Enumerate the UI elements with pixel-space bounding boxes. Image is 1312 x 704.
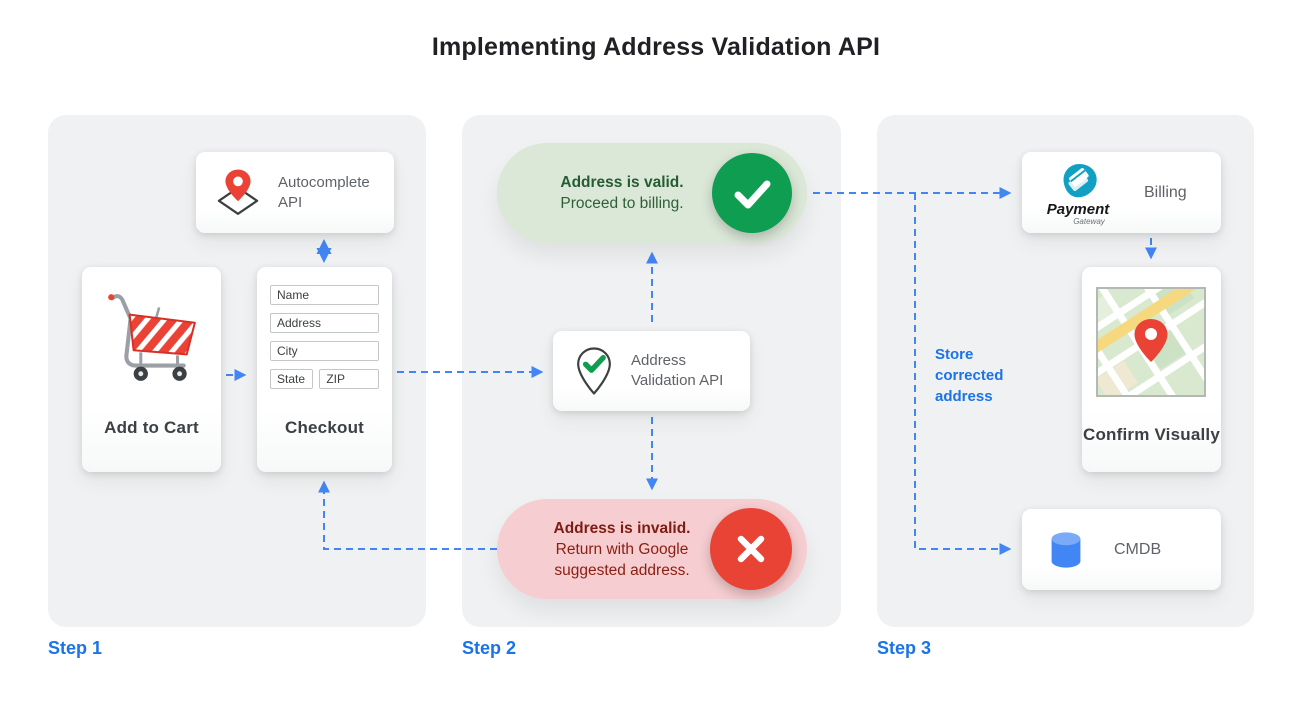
confirm-visually-label: Confirm Visually bbox=[1082, 425, 1221, 444]
database-icon bbox=[1051, 531, 1081, 568]
checkout-card: Checkout bbox=[257, 267, 392, 472]
invalid-message: Address is invalid. Return with Google s… bbox=[521, 499, 723, 599]
valid-subtitle: Proceed to billing. bbox=[560, 195, 684, 212]
state-field[interactable] bbox=[270, 369, 314, 389]
autocomplete-api-label: Autocomplete API bbox=[278, 173, 370, 211]
valid-message: Address is valid. Proceed to billing. bbox=[521, 143, 723, 243]
valid-title: Address is valid. bbox=[560, 174, 684, 191]
add-to-cart-label: Add to Cart bbox=[104, 418, 199, 437]
address-validation-api-card: Address Validation API bbox=[553, 331, 750, 411]
checkout-form bbox=[270, 285, 379, 397]
check-icon bbox=[734, 180, 771, 209]
add-to-cart-card: Add to Cart bbox=[82, 267, 221, 472]
confirm-visually-card: Confirm Visually bbox=[1082, 267, 1221, 472]
payment-logo-title: Payment bbox=[1046, 201, 1110, 218]
autocomplete-api-card: Autocomplete API bbox=[196, 152, 394, 233]
payment-gateway-icon bbox=[1063, 163, 1097, 198]
billing-card: Payment Gateway Billing bbox=[1022, 152, 1221, 233]
shopping-cart-icon bbox=[108, 294, 196, 381]
store-corrected-address-note: Store corrected address bbox=[935, 346, 1004, 405]
map-pin-diamond-icon bbox=[217, 169, 259, 215]
billing-label: Billing bbox=[1144, 183, 1187, 201]
cmdb-label: CMDB bbox=[1114, 540, 1162, 558]
invalid-subtitle: Return with Google suggested address. bbox=[554, 540, 690, 579]
step3-label: Step 3 bbox=[877, 638, 932, 658]
invalid-cross-badge bbox=[710, 508, 792, 590]
address-field[interactable] bbox=[270, 313, 379, 333]
cross-icon bbox=[737, 535, 765, 563]
page-title: Implementing Address Validation API bbox=[431, 33, 881, 61]
zip-field[interactable] bbox=[319, 369, 379, 389]
payment-logo-subtitle: Gateway bbox=[1073, 217, 1105, 226]
address-validation-api-label: Address Validation API bbox=[631, 352, 724, 389]
checkout-label: Checkout bbox=[284, 418, 365, 437]
map-image bbox=[1096, 287, 1206, 397]
city-field[interactable] bbox=[270, 341, 379, 361]
cmdb-card: CMDB bbox=[1022, 509, 1221, 590]
name-field[interactable] bbox=[270, 285, 379, 305]
step1-label: Step 1 bbox=[48, 638, 103, 658]
invalid-title: Address is invalid. bbox=[553, 519, 691, 537]
payment-gateway-logo: Payment Gateway bbox=[1036, 159, 1120, 226]
pin-check-icon bbox=[577, 347, 611, 395]
valid-check-badge bbox=[712, 153, 792, 233]
step2-label: Step 2 bbox=[462, 638, 517, 658]
